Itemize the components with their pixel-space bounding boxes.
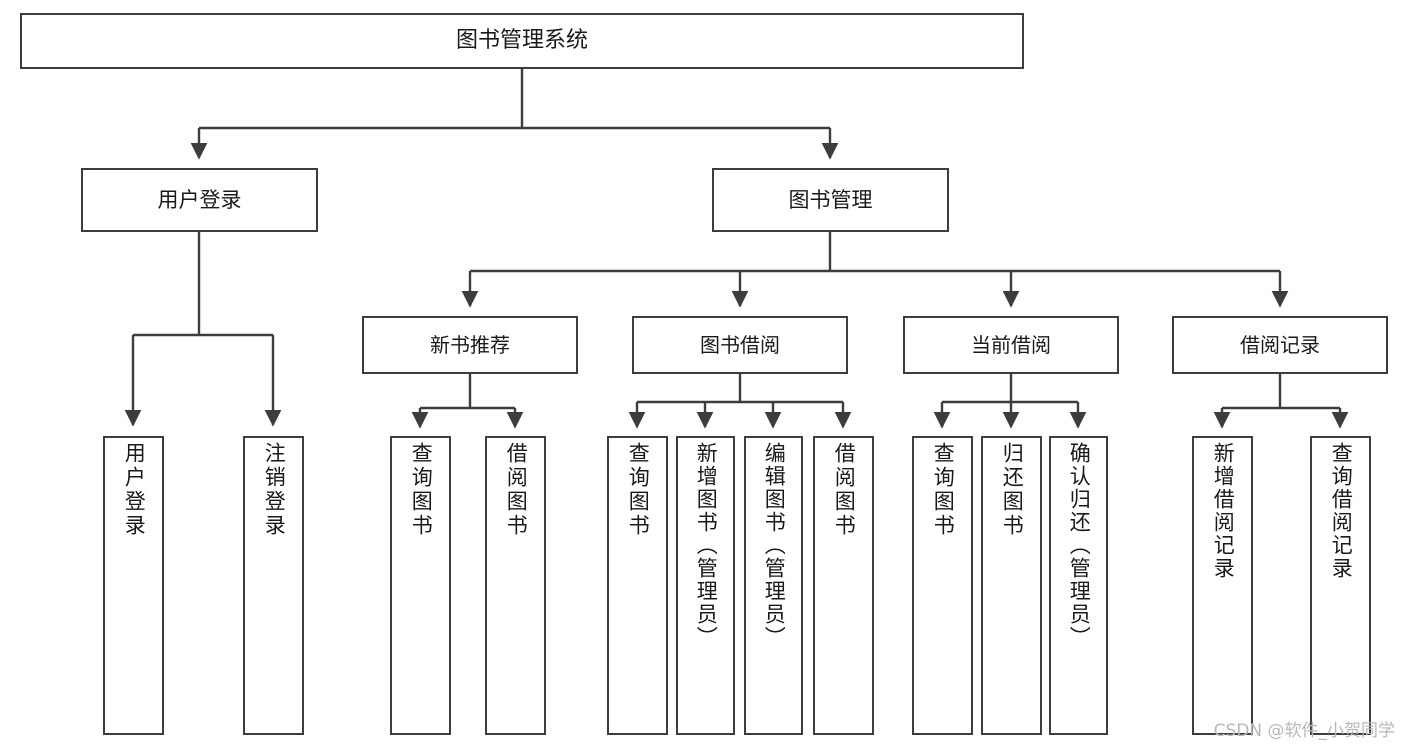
node-label: 借阅图书 [504, 442, 529, 538]
node-label: 新书推荐 [430, 332, 510, 357]
node-label: 归还图书 [1000, 442, 1025, 538]
node-label: 查询图书 [931, 442, 956, 538]
node-label: 用户登录 [157, 187, 242, 212]
node-label: 新增借阅记录 [1211, 442, 1236, 580]
leaf-borrow-record-add[interactable]: 新增借阅记录 [1192, 436, 1253, 735]
node-label: 用户登录 [122, 442, 147, 538]
node-current-borrow[interactable]: 当前借阅 [903, 316, 1119, 374]
leaf-user-login-logout[interactable]: 注销登录 [243, 436, 304, 735]
leaf-current-borrow-query[interactable]: 查询图书 [912, 436, 973, 735]
node-new-book-recommend[interactable]: 新书推荐 [362, 316, 578, 374]
node-user-login[interactable]: 用户登录 [81, 168, 318, 232]
leaf-new-book-borrow[interactable]: 借阅图书 [485, 436, 546, 735]
node-label: 借阅图书 [832, 442, 857, 538]
leaf-book-borrow-borrow[interactable]: 借阅图书 [813, 436, 874, 735]
node-label: 图书借阅 [700, 332, 780, 357]
node-root-system[interactable]: 图书管理系统 [20, 13, 1024, 69]
node-label: 编辑图书（管理员） [762, 442, 787, 649]
node-label: 确认归还（管理员） [1067, 442, 1092, 649]
leaf-borrow-record-query[interactable]: 查询借阅记录 [1310, 436, 1371, 735]
node-label: 查询图书 [626, 442, 651, 538]
leaf-book-borrow-edit[interactable]: 编辑图书（管理员） [744, 436, 803, 735]
node-label: 当前借阅 [971, 332, 1051, 357]
node-label: 借阅记录 [1240, 332, 1320, 357]
leaf-book-borrow-query[interactable]: 查询图书 [607, 436, 668, 735]
leaf-current-borrow-confirm-return[interactable]: 确认归还（管理员） [1049, 436, 1108, 735]
node-label: 图书管理 [788, 187, 873, 212]
node-label: 查询图书 [409, 442, 434, 538]
leaf-new-book-query[interactable]: 查询图书 [390, 436, 451, 735]
node-label: 注销登录 [262, 442, 287, 538]
leaf-current-borrow-return[interactable]: 归还图书 [981, 436, 1042, 735]
watermark-text: CSDN @软件_小贺同学 [1213, 721, 1395, 741]
node-label: 查询借阅记录 [1329, 442, 1354, 580]
node-label: 新增图书（管理员） [694, 442, 719, 649]
node-book-management[interactable]: 图书管理 [712, 168, 949, 232]
node-borrow-record[interactable]: 借阅记录 [1172, 316, 1388, 374]
node-label: 图书管理系统 [455, 28, 588, 54]
node-book-borrow[interactable]: 图书借阅 [632, 316, 848, 374]
leaf-book-borrow-add[interactable]: 新增图书（管理员） [676, 436, 735, 735]
leaf-user-login-login[interactable]: 用户登录 [103, 436, 164, 735]
